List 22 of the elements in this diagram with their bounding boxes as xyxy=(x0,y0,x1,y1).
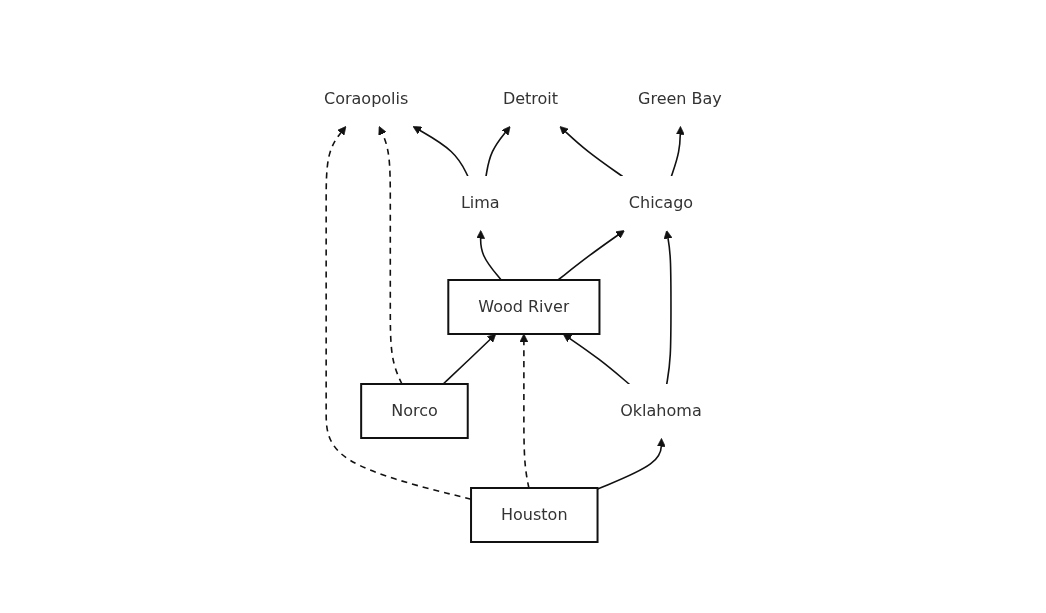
arrow xyxy=(485,125,511,177)
node-text: Oklahoma xyxy=(620,400,702,420)
arrow xyxy=(596,437,666,490)
arrow xyxy=(670,125,685,177)
node-text: Green Bay xyxy=(638,88,722,108)
node-text: Detroit xyxy=(502,88,559,108)
arrow xyxy=(412,125,469,177)
node-text: Coraopolis xyxy=(324,88,409,108)
arrow xyxy=(519,333,530,489)
arrow xyxy=(663,229,673,385)
arrow xyxy=(378,125,403,385)
node-box: Houston xyxy=(470,486,599,543)
arrow xyxy=(442,333,497,385)
node-box: Norco xyxy=(360,382,469,439)
node-text: Lima xyxy=(460,192,500,212)
arrow xyxy=(562,333,631,385)
arrow xyxy=(325,125,472,500)
node-box: Wood River xyxy=(447,278,601,335)
node-text: Chicago xyxy=(628,192,694,212)
arrow xyxy=(557,229,625,281)
arrow xyxy=(559,125,624,177)
arrow xyxy=(476,229,503,281)
